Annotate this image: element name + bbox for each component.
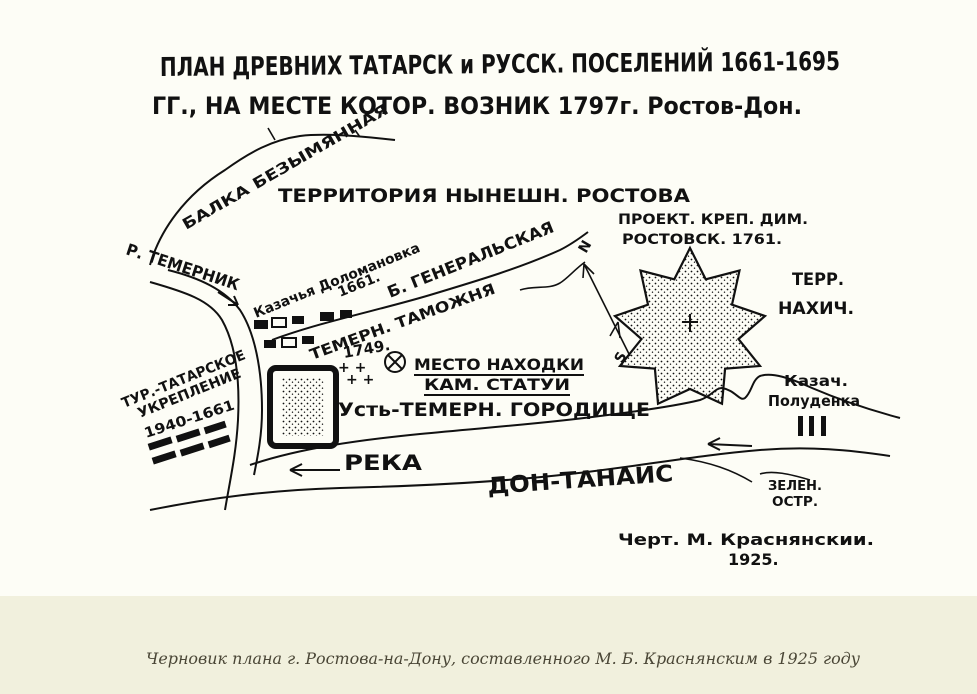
svg-text:+ +: + + [346,372,374,388]
fortress-center-cross [682,314,698,332]
fortress-line2-label: РОСТОВСК. 1761. [622,232,782,248]
dolomanovka-houses [254,310,352,348]
caption-text: Черновик плана г. Ростова-на-Дону, соста… [146,650,860,668]
fortress-line1-label: ПРОЕКТ. КРЕП. ДИМ. [618,212,808,228]
temernik-river-bank-right [167,269,264,476]
don-label: ДОН-ТАНАИС [487,461,674,500]
zelen-island-outline [759,471,811,481]
balka-label: БАЛКА БЕЗЫМЯННАЯ [179,100,392,233]
map-title-line2: ГГ., НА МЕСТЕ КОТОР. ВОЗНИК 1797г. Росто… [152,92,802,120]
kazach-line2-label: Полуденка [768,392,860,410]
gorodishche-fort [267,365,339,449]
author-line2-label: 1925. [728,550,779,569]
compass-arrow-head [582,263,595,279]
temernik-label: Р. ТЕМЕРНИК [124,240,242,295]
flow-arrow-east [707,437,753,451]
generalskaya-ravine-line [271,231,589,341]
svg-text:+ +: + + [338,360,366,376]
author-line1-label: Черт. М. Краснянскии. [618,530,874,549]
reka-label: РЕКА [344,451,423,475]
mesto-line2-label: КАМ. СТАТУИ [424,375,570,394]
balka-ravine-line-2 [267,127,361,141]
zelen-line1-label: ЗЕЛЕН. [768,479,822,494]
zelen-line2-label: ОСТР. [772,495,818,510]
mesto-line1-label: МЕСТО НАХОДКИ [414,355,584,374]
compass-south-arrow [609,321,621,339]
balka-ravine-line [149,133,396,266]
flow-arrow-west [289,463,340,477]
gorodishche-label: Усть-ТЕМЕРН. ГОРОДИЩЕ [338,399,650,421]
map-title-line1: ПЛАН ДРЕВНИХ ТАТАРСК и РУССК. ПОСЕЛЕНИЙ … [160,45,840,83]
caption-band [0,596,977,694]
territory-rostov-label: ТЕРРИТОРИЯ НЫНЕШН. РОСТОВА [278,185,690,207]
temernik-river-bank-left [149,281,240,511]
don-river-inner-line [679,457,753,483]
map-paper [0,0,977,596]
tur-tatar-fort-bars [147,420,231,465]
temernik-arrow [217,291,239,306]
statue-find-marker-cross [387,354,403,370]
nakhich-line1-label: ТЕРР. [792,270,844,290]
statue-find-marker [384,351,406,373]
nakhich-line2-label: НАХИЧ. [778,299,854,319]
crosses-marker: + + + + [338,360,374,388]
kazach-houses [798,416,826,436]
north-label: N [576,238,596,256]
don-river-south-bank [149,447,891,511]
kazach-line1-label: Казач. [784,372,848,390]
compass-needle [583,263,631,357]
generalskaya-ravine-line-2 [519,261,586,291]
